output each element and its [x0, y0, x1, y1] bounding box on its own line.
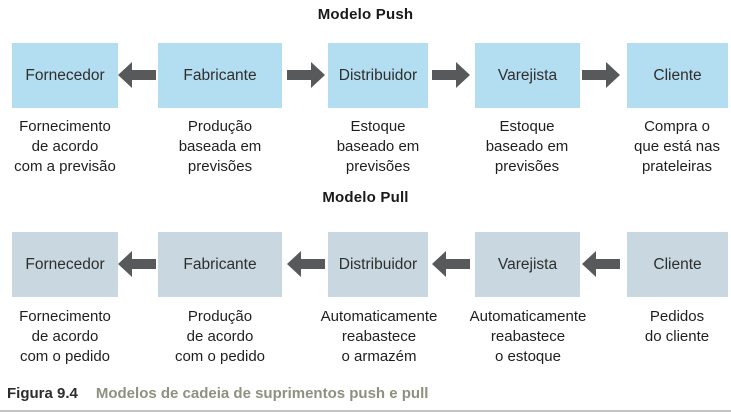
pull-node-varejista: Varejista	[475, 232, 580, 297]
arrow-right-icon	[287, 62, 325, 88]
pull-note-fabricante: Produção de acordo com o pedido	[174, 308, 266, 365]
figure-caption-label: Figura 9.4	[7, 385, 78, 402]
pull-note-distribuidor: Automaticamente reabastece o armazém	[320, 308, 438, 365]
push-node-fabricante: Fabricante	[158, 43, 282, 108]
pull-node-cliente: Cliente	[627, 232, 728, 297]
pull-model-title: Modelo Pull	[322, 189, 409, 206]
push-node-fornecedor: Fornecedor	[12, 43, 118, 108]
arrow-left-icon	[582, 251, 620, 277]
pull-node-fornecedor: Fornecedor	[12, 232, 118, 297]
push-note-cliente: Compra o que está nas prateleiras	[634, 118, 720, 175]
arrow-left-icon	[432, 251, 470, 277]
push-node-distribuidor: Distribuidor	[328, 43, 428, 108]
bottom-divider	[0, 410, 731, 412]
arrow-left-icon	[118, 251, 156, 277]
arrow-left-icon	[118, 62, 156, 88]
pull-note-varejista: Automaticamente reabastece o estoque	[469, 308, 587, 365]
push-note-distribuidor: Estoque baseado em previsões	[336, 118, 420, 175]
push-note-varejista: Estoque baseado em previsões	[485, 118, 569, 175]
push-note-fabricante: Produção baseada em previsões	[178, 118, 262, 175]
push-note-fornecedor: Fornecimento de acordo com a previsão	[14, 118, 116, 175]
pull-note-cliente: Pedidos do cliente	[644, 308, 710, 345]
push-node-cliente: Cliente	[627, 43, 728, 108]
figure-caption-text: Modelos de cadeia de suprimentos push e …	[95, 385, 429, 402]
pull-node-fabricante: Fabricante	[158, 232, 282, 297]
pull-node-distribuidor: Distribuidor	[328, 232, 428, 297]
push-node-varejista: Varejista	[475, 43, 580, 108]
pull-note-fornecedor: Fornecimento de acordo com o pedido	[19, 308, 111, 365]
arrow-right-icon	[582, 62, 620, 88]
arrow-left-icon	[287, 251, 325, 277]
figure-caption: Figura 9.4 Modelos de cadeia de supriment…	[7, 385, 727, 402]
arrow-right-icon	[432, 62, 470, 88]
push-model-title: Modelo Push	[317, 6, 414, 23]
